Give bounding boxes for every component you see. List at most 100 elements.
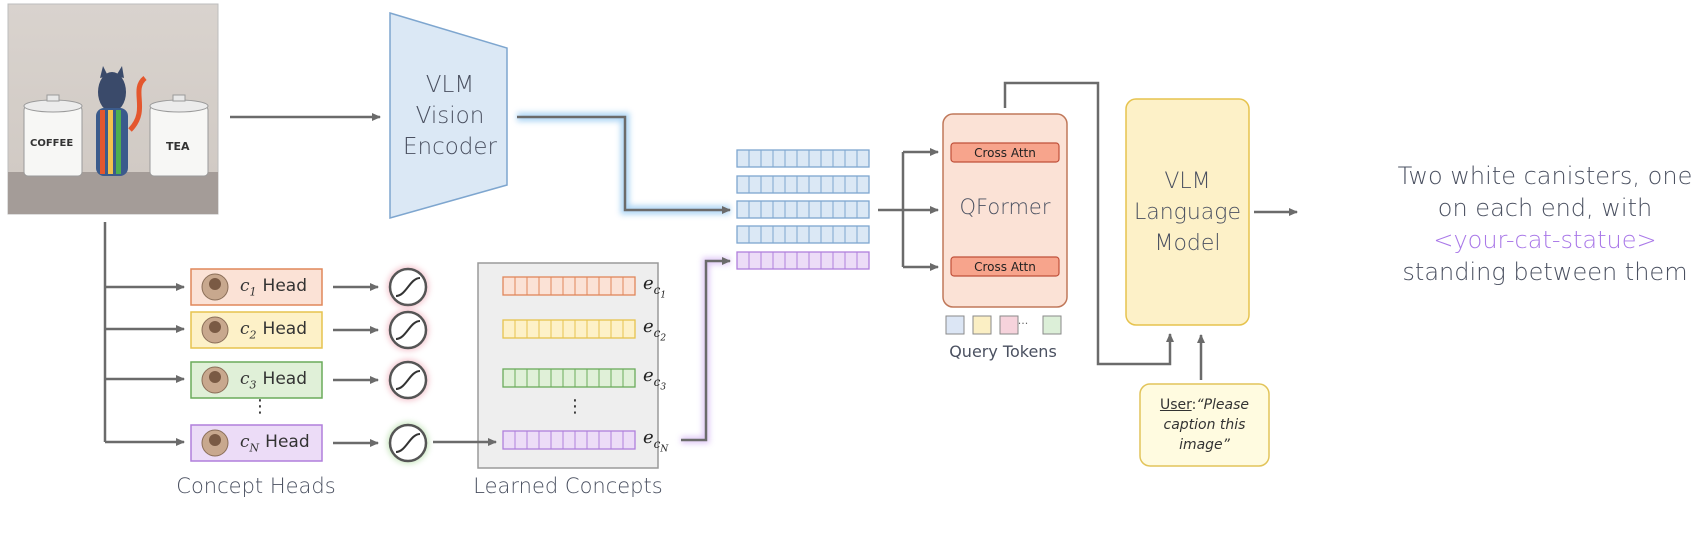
concept-head-2 bbox=[190, 311, 323, 349]
cross-attn-bottom-label: Cross Attn bbox=[974, 260, 1036, 274]
avatar-face bbox=[209, 371, 221, 383]
sigmoid-gate-1 bbox=[387, 266, 429, 308]
sigmoid-gate-3 bbox=[387, 359, 429, 401]
language-model-label: VLM Language Model bbox=[1126, 166, 1249, 259]
encoder-output-glow bbox=[517, 112, 730, 215]
concept-symbol: e bbox=[643, 365, 654, 386]
query-token-4 bbox=[1042, 315, 1062, 335]
lm-line-3: Model bbox=[1154, 231, 1221, 256]
query-token-3 bbox=[999, 315, 1019, 335]
coffee-canister: COFFEE bbox=[23, 94, 83, 177]
visual-token-row-2 bbox=[736, 175, 870, 194]
head-symbol: c bbox=[240, 319, 250, 339]
concept-subscript: c1 bbox=[653, 282, 667, 300]
concept-head-label-3: c3 Head bbox=[240, 369, 307, 391]
concept-subsubscript: 2 bbox=[660, 332, 667, 343]
concept-subscript: c2 bbox=[653, 325, 667, 343]
query-token-1 bbox=[945, 315, 965, 335]
concept-subscript: c3 bbox=[653, 374, 667, 392]
lm-line-2: Language bbox=[1133, 200, 1242, 225]
learned-concept-row-1 bbox=[502, 276, 636, 296]
learned-concept-label-2: ec2 bbox=[643, 316, 666, 343]
avatar-face bbox=[209, 434, 221, 446]
head-subscript: N bbox=[249, 441, 260, 455]
lm-line-1: VLM bbox=[1164, 169, 1211, 194]
concept-heads-group bbox=[190, 268, 379, 462]
vision-encoder-label: VLM Vision Encoder bbox=[380, 70, 520, 163]
concept-head-label-2: c2 Head bbox=[240, 319, 307, 341]
head-symbol: c bbox=[240, 276, 250, 296]
output-caption: Two white canisters, one on each end, wi… bbox=[1395, 160, 1695, 288]
user-prompt-colon: : bbox=[1191, 397, 1197, 413]
head-subscript: 1 bbox=[249, 285, 257, 299]
user-prompt-box bbox=[1139, 383, 1270, 467]
tea-canister: TEA bbox=[149, 94, 209, 177]
concept-subsubscript: N bbox=[660, 443, 669, 454]
user-prompt-text: User:“Please caption this image” bbox=[1140, 395, 1269, 455]
arrow-concept-to-embeddings bbox=[681, 257, 731, 442]
visual-embedding-rows bbox=[736, 149, 870, 270]
arrows-to-qformer bbox=[878, 148, 939, 271]
head-text: Head bbox=[262, 369, 307, 389]
head-subscript: 3 bbox=[249, 378, 257, 392]
arrows-photo-to-heads bbox=[103, 222, 185, 446]
learned-concept-row-2 bbox=[502, 319, 636, 339]
svg-text:TEA: TEA bbox=[166, 140, 190, 153]
caption-concept-token: <your-cat-statue> bbox=[1433, 226, 1657, 254]
concept-subscript: cN bbox=[653, 436, 669, 454]
head-subscript: 2 bbox=[249, 328, 257, 342]
language-model-block bbox=[1125, 98, 1250, 326]
visual-token-row-4 bbox=[736, 225, 870, 244]
user-prompt-line-1: “Please bbox=[1196, 397, 1250, 413]
visual-token-row-3 bbox=[736, 200, 870, 219]
concept-token-row bbox=[736, 251, 870, 270]
avatar-face bbox=[209, 278, 221, 290]
user-prompt-line-3: image” bbox=[1179, 437, 1230, 453]
learned-concept-label-4: ecN bbox=[643, 427, 668, 454]
sigmoid-curve-icon bbox=[395, 277, 421, 297]
caption-line-2: on each end, with bbox=[1437, 194, 1653, 222]
input-photo: COFFEE TEA bbox=[7, 3, 219, 215]
head-text: Head bbox=[262, 276, 307, 296]
learned-concept-row-4 bbox=[502, 430, 636, 450]
sigmoid-gate-4 bbox=[387, 422, 429, 464]
query-token-ellipsis: ... bbox=[1017, 314, 1029, 327]
user-prompt-line-2: caption this bbox=[1163, 417, 1246, 433]
user-prompt-prefix: User bbox=[1159, 397, 1192, 413]
concept-head-3 bbox=[190, 361, 323, 399]
learned-concept-label-1: ec1 bbox=[643, 273, 666, 300]
concept-heads-label: Concept Heads bbox=[176, 474, 336, 498]
query-tokens-label: Query Tokens bbox=[949, 342, 1057, 361]
concept-subsubscript: 1 bbox=[660, 289, 667, 300]
caption-line-4: standing between them bbox=[1402, 258, 1688, 286]
arrow-qformer-to-lm bbox=[1003, 81, 1174, 366]
head-text: Head bbox=[262, 319, 307, 339]
arrow-encoder-to-embeddings bbox=[517, 115, 731, 214]
head-symbol: c bbox=[240, 432, 250, 452]
concept-subsubscript: 3 bbox=[660, 381, 667, 392]
concept-symbol: e bbox=[643, 427, 654, 448]
svg-text:COFFEE: COFFEE bbox=[30, 138, 73, 149]
head-text: Head bbox=[265, 432, 310, 452]
concept-head-4 bbox=[190, 424, 323, 462]
concept-head-1 bbox=[190, 268, 323, 306]
sigmoid-curve-icon bbox=[395, 370, 421, 390]
concept-symbol: e bbox=[643, 316, 654, 337]
concept-head-label-1: c1 Head bbox=[240, 276, 307, 298]
learned-concept-row-3 bbox=[502, 368, 636, 388]
head-symbol: c bbox=[240, 369, 250, 389]
cat-statue bbox=[96, 66, 147, 176]
cross-attn-top-label: Cross Attn bbox=[974, 146, 1036, 160]
concept-heads-vdots: ⋮ bbox=[251, 396, 269, 417]
query-token-2 bbox=[972, 315, 992, 335]
concept-head-label-4: cN Head bbox=[240, 432, 310, 454]
sigmoid-curve-icon bbox=[395, 433, 421, 453]
learned-concept-rows bbox=[502, 276, 636, 450]
learned-concepts-label: Learned Concepts bbox=[473, 474, 663, 498]
avatar-face bbox=[209, 321, 221, 333]
cross-attn-top-box bbox=[950, 142, 1060, 163]
sigmoid-curve-icon bbox=[395, 320, 421, 340]
caption-line-1: Two white canisters, one bbox=[1397, 162, 1693, 190]
